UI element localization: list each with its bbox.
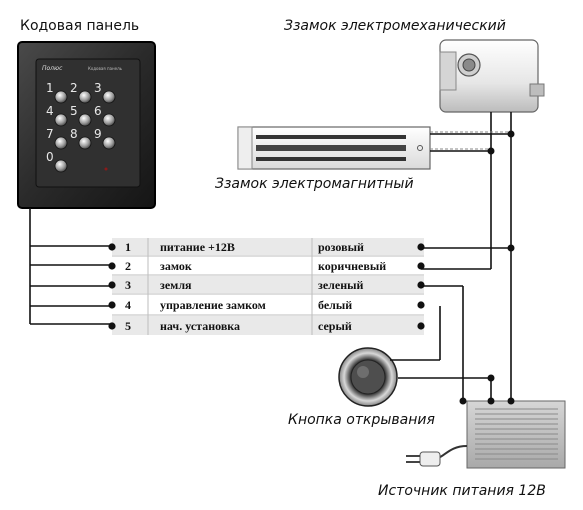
terminal-function: земля — [160, 278, 192, 292]
key-label-9: 9 — [94, 127, 102, 141]
terminal-right-dot — [417, 262, 425, 270]
terminal-table: 1 питание +12В розовый 2 замок коричневый 3 зем… — [108, 238, 425, 336]
terminal-right-dot — [417, 301, 425, 309]
terminal-right-dot — [417, 322, 425, 330]
button-title: Кнопка открывания — [288, 412, 435, 428]
key-button-6[interactable] — [102, 113, 116, 127]
key-label-6: 6 — [94, 104, 102, 118]
keypad-device: Полюс Кодовая панель 1 2 3 4 5 6 7 8 9 0 — [17, 41, 156, 209]
terminal-left-dot — [108, 322, 116, 330]
key-button-2[interactable] — [78, 90, 92, 104]
psu-title: Источник питания 12В — [378, 483, 546, 499]
key-label-0: 0 — [46, 150, 54, 164]
keypad-wires — [29, 208, 112, 325]
wire-color: зеленый — [318, 278, 363, 292]
terminal-right-dot — [417, 243, 425, 251]
keypad-title: Кодовая панель — [20, 18, 139, 34]
mag-lock-device — [237, 126, 431, 170]
keypad-model: Кодовая панель — [88, 66, 123, 71]
mag-lock-title: Ззамок электромагнитный — [215, 176, 414, 192]
terminal-function: питание +12В — [160, 240, 235, 254]
terminal-function: нач. установка — [160, 319, 240, 333]
terminal-function: управление замком — [160, 298, 266, 312]
key-button-7[interactable] — [54, 136, 68, 150]
exit-button-device — [338, 347, 398, 407]
em-lock-device — [439, 39, 545, 113]
terminal-number: 1 — [125, 240, 131, 254]
wire-color: белый — [318, 298, 352, 312]
keypad-keys: 1 2 3 4 5 6 7 8 9 0 — [46, 81, 116, 173]
wire-color: розовый — [318, 240, 364, 254]
terminal-left-dot — [108, 243, 116, 251]
key-button-4[interactable] — [54, 113, 68, 127]
key-label-5: 5 — [70, 104, 78, 118]
key-button-0[interactable] — [54, 159, 68, 173]
junction-dots — [459, 130, 515, 405]
terminal-number: 3 — [125, 278, 131, 292]
terminal-right-dot — [417, 281, 425, 289]
key-label-2: 2 — [70, 81, 78, 95]
terminal-number: 4 — [125, 298, 131, 312]
key-label-8: 8 — [70, 127, 78, 141]
wire-color: серый — [318, 319, 352, 333]
terminal-left-dot — [108, 301, 116, 309]
terminal-rows: 1 питание +12В розовый 2 замок коричневый 3 зем… — [108, 240, 425, 333]
key-button-1[interactable] — [54, 90, 68, 104]
connection-wires — [390, 112, 512, 401]
em-lock-title: Ззамок электромеханический — [284, 18, 506, 34]
keypad-brand: Полюс — [42, 65, 63, 72]
terminal-number: 2 — [125, 259, 131, 273]
key-label-4: 4 — [46, 104, 54, 118]
key-button-5[interactable] — [78, 113, 92, 127]
terminal-function: замок — [160, 259, 192, 273]
key-button-3[interactable] — [102, 90, 116, 104]
key-label-1: 1 — [46, 81, 54, 95]
wire-color: коричневый — [318, 259, 386, 273]
terminal-left-dot — [108, 262, 116, 270]
key-label-7: 7 — [46, 127, 54, 141]
terminal-number: 5 — [125, 319, 131, 333]
key-label-3: 3 — [94, 81, 102, 95]
power-supply-device — [406, 400, 566, 469]
terminal-left-dot — [108, 281, 116, 289]
key-button-9[interactable] — [102, 136, 116, 150]
mag-lock-dashed-leads — [430, 131, 511, 150]
key-button-8[interactable] — [78, 136, 92, 150]
